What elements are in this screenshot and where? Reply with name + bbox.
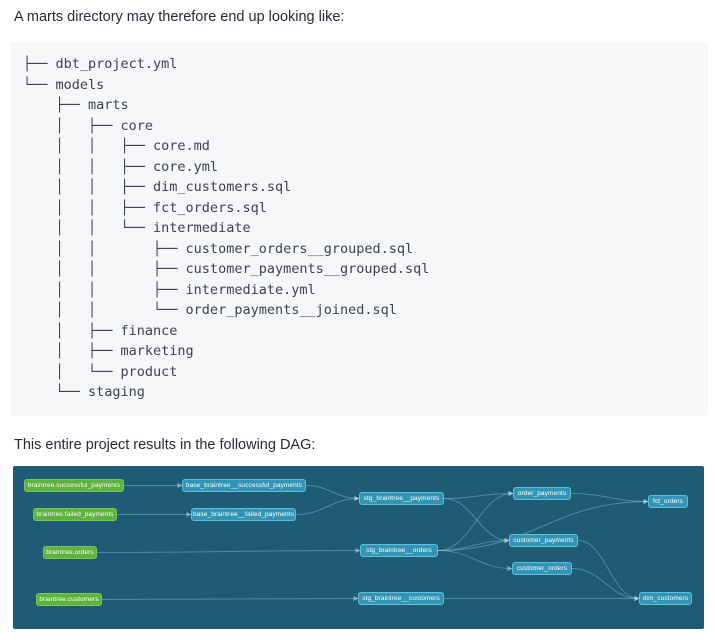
dag-image: braintree.successful_payments braintree.f… [13,466,704,629]
intro-paragraph: A marts directory may therefore end up l… [14,9,345,25]
dag-node: base_braintree__failed_payments [191,508,296,521]
dag-node: dim_customers [639,592,692,605]
dag-edge [437,491,514,551]
dag-node: customer_orders [512,562,572,575]
dag-edge [443,491,514,499]
dag-edge [101,596,359,602]
dag-node: base_braintree__successful_payments [182,479,306,492]
dag-node: stg_braintree__orders [360,544,438,557]
dag-edge [437,550,513,571]
dag-node: braintree.orders [43,546,97,559]
dag-node: braintree.failed_payments [33,508,117,521]
dag-intro-paragraph: This entire project results in the follo… [14,437,316,453]
dag-edge [571,568,640,601]
directory-tree-code-block: ├── dbt_project.yml └── models ├── marts… [10,42,708,416]
dag-edges [96,483,649,602]
dag-edge [96,548,361,554]
dag-edge [437,499,649,551]
dag-node: braintree.customers [36,593,102,606]
dag-edge [295,496,360,515]
dag-node: stg_braintree__customers [358,592,444,605]
dag-node: stg_braintree__payments [359,492,444,505]
dag-edge [577,540,640,601]
dag-edge [437,538,510,551]
dag-node: fct_orders [648,495,688,508]
dag-edge [570,493,649,504]
dag-edge [305,485,360,501]
dag-node: customer_payments [509,534,578,547]
dag-node: braintree.successful_payments [24,479,124,492]
dag-node: order_payments [513,487,571,500]
dag-edge [443,498,510,543]
